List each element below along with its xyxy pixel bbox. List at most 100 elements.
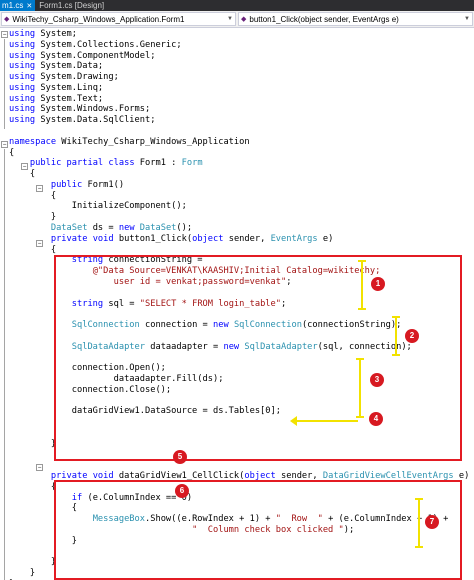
- code-token: sender,: [275, 470, 323, 481]
- collapse-icon[interactable]: −: [1, 31, 8, 38]
- code-token: }: [9, 579, 14, 580]
- code-line: {: [0, 169, 474, 180]
- type-selector-dropdown[interactable]: ◆ WikiTechy_Csharp_Windows_Application.F…: [1, 12, 236, 26]
- code-token: " Row ": [275, 514, 323, 525]
- code-line: public partial class Form1 : Form: [0, 158, 474, 169]
- code-token: System.ComponentModel;: [35, 50, 156, 61]
- code-line: DataSet ds = new DataSet();: [0, 223, 474, 234]
- code-token: using: [9, 50, 36, 61]
- tab-form1-design[interactable]: Form1.cs [Design]: [35, 0, 108, 11]
- tab-label: Form1.cs [Design]: [39, 1, 105, 10]
- code-token: connectionString =: [103, 255, 203, 266]
- badge-7: 7: [425, 515, 439, 529]
- code-token: System.Drawing;: [35, 72, 119, 83]
- outline-guide: [4, 39, 5, 129]
- code-token: System.Data;: [35, 61, 104, 72]
- code-token: WikiTechy_Csharp_Windows_Application: [56, 136, 250, 147]
- code-line: }: [0, 439, 474, 450]
- type-selector-value: WikiTechy_Csharp_Windows_Application.For…: [12, 14, 185, 24]
- code-token: DataSet: [50, 223, 88, 234]
- code-line: }: [0, 579, 474, 580]
- code-token: {: [9, 147, 15, 158]
- code-token: private: [50, 470, 88, 481]
- chevron-down-icon[interactable]: ▼: [227, 16, 233, 22]
- code-token: {: [9, 481, 57, 492]
- code-token: new: [118, 223, 135, 234]
- code-token: sender,: [223, 233, 271, 244]
- code-token: connection.Open();: [9, 363, 166, 374]
- collapse-icon[interactable]: −: [36, 185, 43, 192]
- arrow-marker: [415, 498, 423, 548]
- collapse-icon[interactable]: −: [36, 464, 43, 471]
- code-token: e): [453, 470, 470, 481]
- code-token: {: [9, 503, 77, 514]
- collapse-icon[interactable]: −: [21, 163, 28, 170]
- code-token: string: [71, 298, 104, 309]
- code-token: EventArgs: [270, 233, 318, 244]
- tab-form1-cs[interactable]: m1.cs ✕: [0, 0, 36, 11]
- code-token: {: [9, 169, 36, 180]
- member-selector-dropdown[interactable]: ◆ button1_Click(object sender, EventArgs…: [238, 12, 473, 26]
- code-token: public: [29, 158, 62, 169]
- code-token: using: [9, 39, 36, 50]
- collapse-icon[interactable]: −: [1, 141, 8, 148]
- code-token: using: [9, 61, 36, 72]
- code-token: dataadapter.Fill(ds);: [9, 373, 224, 384]
- arrow-marker: [290, 416, 358, 426]
- code-token: connection =: [139, 320, 213, 331]
- code-line: connection.Open();: [0, 363, 474, 374]
- code-editor[interactable]: } } } } " Column check box clicked "); M…: [0, 28, 474, 580]
- code-token: " Column check box clicked ": [192, 524, 344, 535]
- code-token: new: [223, 341, 240, 352]
- code-token: System.Data.SqlClient;: [35, 115, 156, 126]
- code-line: if (e.ColumnIndex == 0): [0, 493, 474, 504]
- code-line: public Form1(): [0, 180, 474, 191]
- code-token: SqlConnection: [233, 320, 302, 331]
- code-line: }: [0, 568, 474, 579]
- code-token: }: [9, 557, 57, 568]
- code-line: {: [0, 503, 474, 514]
- code-token: partial: [66, 158, 104, 169]
- code-line: private void button1_Click(object sender…: [0, 234, 474, 245]
- code-token: Form: [181, 158, 203, 169]
- arrow-marker: [358, 260, 366, 310]
- code-token: button1_Click(: [113, 233, 193, 244]
- code-token: System.Text;: [35, 93, 104, 104]
- code-token: DataGridViewCellEventArgs: [322, 470, 454, 481]
- code-line: dataGridView1.DataSource = ds.Tables[0];: [0, 406, 474, 417]
- arrow-marker: [356, 358, 364, 418]
- code-token: (connectionString);: [301, 320, 402, 331]
- code-token: }: [9, 212, 57, 223]
- code-token: (e.ColumnIndex == 0): [82, 492, 193, 503]
- code-token: using: [9, 93, 36, 104]
- code-token: void: [92, 233, 114, 244]
- code-token: class: [108, 158, 135, 169]
- close-icon[interactable]: ✕: [26, 2, 33, 10]
- code-line: namespace WikiTechy_Csharp_Windows_Appli…: [0, 137, 474, 148]
- code-token: using: [9, 72, 36, 83]
- code-line: using System.Collections.Generic;: [0, 40, 474, 51]
- code-line: using System.ComponentModel;: [0, 51, 474, 62]
- code-line: InitializeComponent();: [0, 201, 474, 212]
- code-line: SqlDataAdapter dataadapter = new SqlData…: [0, 342, 474, 353]
- code-line: }: [0, 536, 474, 547]
- code-token: using: [9, 104, 36, 115]
- code-token: dataadapter =: [145, 341, 224, 352]
- outline-guide: [4, 149, 5, 580]
- code-token: {: [9, 190, 57, 201]
- badge-4: 4: [369, 412, 383, 426]
- code-token: .Show((e.RowIndex + 1) +: [145, 514, 276, 525]
- code-token: SqlConnection: [71, 320, 140, 331]
- code-line: using System.Data;: [0, 61, 474, 72]
- code-line: using System.Drawing;: [0, 72, 474, 83]
- code-token: object: [244, 470, 276, 481]
- code-token: dataGridView1_CellClick(: [113, 470, 245, 481]
- navigation-bar: ◆ WikiTechy_Csharp_Windows_Application.F…: [0, 11, 474, 28]
- code-line: private void dataGridView1_CellClick(obj…: [0, 471, 474, 482]
- collapse-icon[interactable]: −: [36, 240, 43, 247]
- code-line: @"Data Source=VENKAT\KAASHIV;Initial Cat…: [0, 266, 474, 277]
- code-line: using System;: [0, 29, 474, 40]
- badge-6: 6: [175, 484, 189, 498]
- chevron-down-icon[interactable]: ▼: [464, 16, 470, 22]
- code-line: using System.Linq;: [0, 83, 474, 94]
